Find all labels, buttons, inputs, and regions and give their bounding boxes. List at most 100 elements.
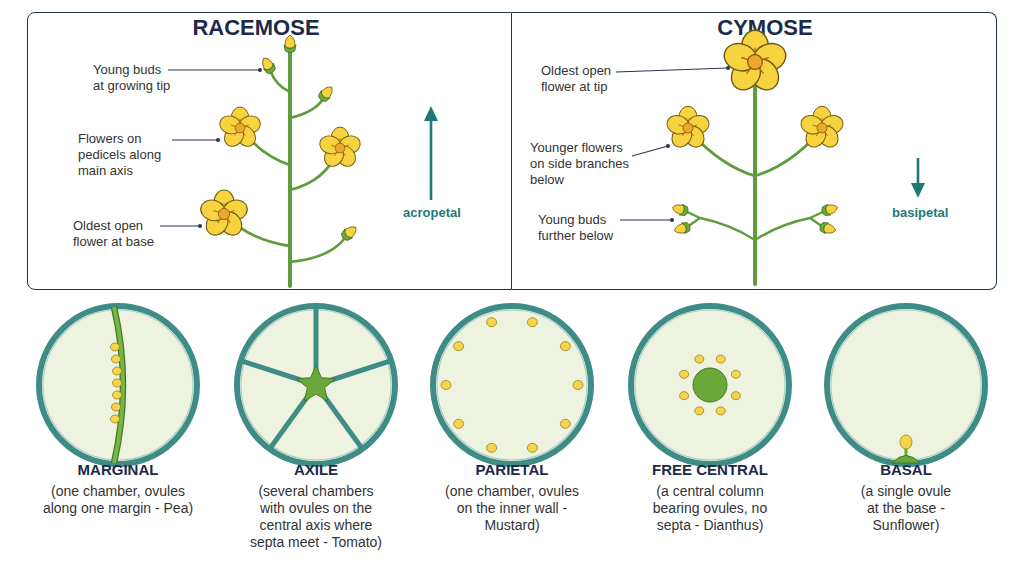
flower: [198, 190, 250, 239]
inner-wall: [43, 310, 193, 460]
funicle: [905, 448, 908, 456]
leader-dot: [216, 138, 220, 142]
bud: [284, 35, 296, 52]
cymose-plant: [685, 80, 825, 284]
placentation-diagram: PARIETAL(one chamber, ovules on the inne…: [429, 302, 595, 468]
placentation-description: (a central column bearing ovules, no sep…: [640, 483, 780, 534]
placentation-name: FREE CENTRAL: [620, 461, 800, 479]
placenta: [114, 307, 123, 463]
bud: [671, 202, 689, 217]
main-axis: [753, 80, 757, 284]
basal-placenta: [892, 456, 920, 464]
callout-text: Oldest open flower at tip: [541, 63, 617, 95]
pedicel: [242, 130, 290, 165]
direction-label: basipetal: [892, 205, 972, 221]
inner-wall: [635, 310, 785, 460]
panel-heading: CYMOSE: [665, 15, 865, 41]
ovules: [441, 318, 583, 453]
ovules: [680, 355, 741, 415]
pedicel: [270, 70, 290, 92]
pedicel: [290, 238, 345, 262]
ovule: [731, 370, 740, 378]
flower: [217, 107, 262, 150]
ovule: [573, 381, 583, 390]
flower: [721, 30, 790, 95]
bud: [317, 83, 337, 103]
direction-label: acropetal: [403, 205, 483, 221]
placentation-diagram: MARGINAL(one chamber, ovules along one m…: [35, 302, 201, 468]
ovule: [487, 443, 497, 452]
flower: [799, 106, 846, 151]
ovule: [111, 415, 120, 423]
ovule: [680, 392, 689, 400]
ovule: [527, 318, 537, 327]
bud: [819, 221, 837, 236]
ovule: [695, 355, 704, 363]
flower: [665, 106, 712, 151]
leader-dot: [726, 66, 730, 70]
ovary-wall: [39, 306, 197, 464]
inner-wall: [437, 310, 587, 460]
ovule: [454, 419, 464, 428]
inner-wall: [831, 310, 981, 460]
placentation-name: AXILE: [226, 461, 406, 479]
ovule: [695, 407, 704, 415]
flower: [317, 127, 362, 170]
ovule: [716, 355, 725, 363]
ovary-wall: [827, 306, 985, 464]
ovules: [111, 343, 122, 423]
ovule: [900, 435, 912, 449]
ovule: [731, 392, 740, 400]
leader-line: [620, 219, 672, 220]
leader-line: [632, 146, 668, 156]
leader-line: [168, 69, 260, 70]
ovary-wall: [631, 306, 789, 464]
direction-arrow: [430, 118, 433, 200]
leader-line: [616, 68, 728, 72]
arrow-head: [424, 106, 438, 121]
main-axis: [288, 50, 292, 286]
ovary-section: [627, 302, 793, 468]
direction-arrow: [917, 158, 920, 186]
ovule: [527, 443, 537, 452]
leader-line: [172, 139, 218, 140]
bud: [339, 223, 359, 243]
ovule: [716, 407, 725, 415]
placentation-description: (several chambers with ovules on the cen…: [246, 483, 386, 551]
callout-text: Young buds at growing tip: [93, 62, 173, 94]
inflorescence-panel: RACEMOSEYoung buds at growing tipFlowers…: [27, 12, 512, 290]
racemose-plant: [226, 50, 345, 286]
bud: [821, 202, 839, 217]
ovule: [112, 355, 121, 363]
panel-heading: RACEMOSE: [156, 15, 356, 41]
ovule: [680, 370, 689, 378]
ovule: [113, 367, 122, 375]
arrow-head: [911, 183, 925, 198]
ovule: [487, 318, 497, 327]
ovule: [454, 342, 464, 351]
placentation-diagram: BASAL(a single ovule at the base - Sunfl…: [823, 302, 989, 468]
ovule: [113, 391, 122, 399]
bud: [259, 55, 277, 75]
pedicel: [290, 99, 323, 118]
ovary-wall: [433, 306, 591, 464]
ovary-section: [35, 302, 201, 468]
ovule: [441, 381, 451, 390]
placentation-description: (one chamber, ovules on the inner wall -…: [440, 483, 585, 534]
ovule: [111, 343, 120, 351]
central-axis: [297, 365, 335, 401]
leader-dot: [198, 224, 202, 228]
leader-lines: [160, 68, 728, 226]
side-branch: [755, 134, 818, 176]
side-branch: [692, 134, 755, 176]
placentation-name: PARIETAL: [422, 461, 602, 479]
placentation-diagram: FREE CENTRAL(a central column bearing ov…: [627, 302, 793, 468]
ovary-wall: [237, 306, 395, 464]
placenta: [114, 307, 123, 463]
ovary-section: [233, 302, 399, 468]
side-branch: [755, 211, 825, 240]
placentation-diagram: AXILE(several chambers with ovules on th…: [233, 302, 399, 468]
bud: [673, 221, 691, 236]
